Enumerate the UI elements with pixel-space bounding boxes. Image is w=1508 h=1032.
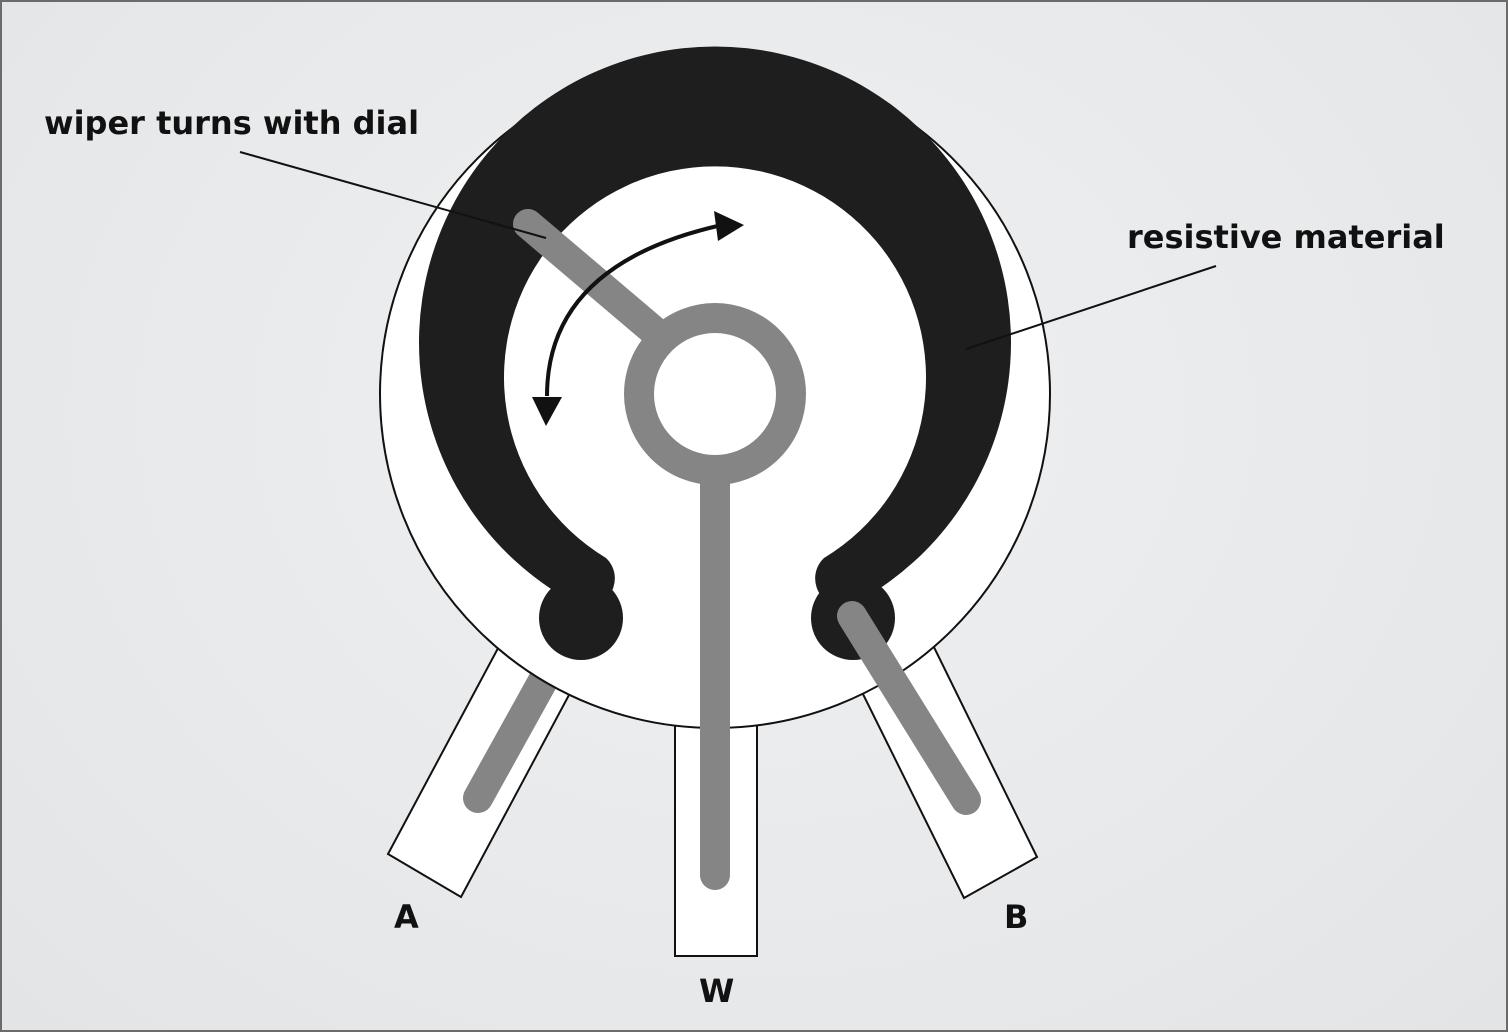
wiper-assembly [513,209,806,890]
terminal-a-label: A [394,898,419,936]
arrowhead-right-icon [714,211,744,241]
wiper-hub [624,303,806,485]
track-end-a [539,576,623,660]
rotation-arrow [532,211,744,426]
resistive-material-label: resistive material [1127,218,1445,256]
arrowhead-down-icon [532,397,562,426]
terminal-w-label: W [699,972,734,1010]
wiper-label: wiper turns with dial [44,104,419,142]
terminal-b-contact [837,601,981,815]
resistive-track [419,46,1012,607]
resistive-leader-line [965,265,1217,350]
wiper-leader-line [239,151,547,239]
terminal-b-label: B [1004,898,1028,936]
